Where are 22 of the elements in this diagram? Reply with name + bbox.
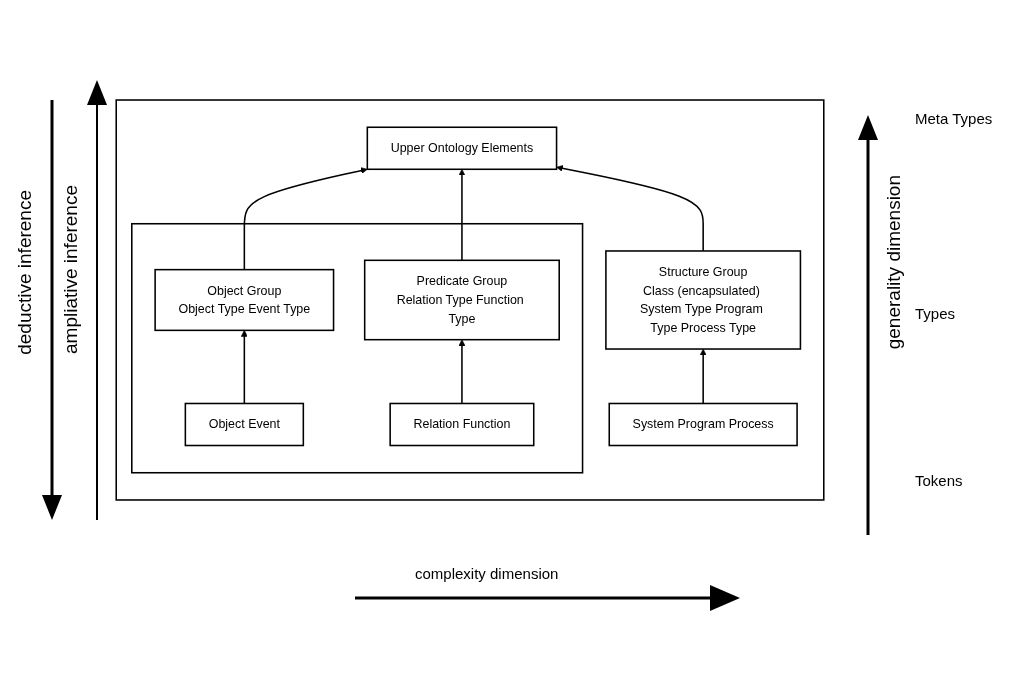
arrow xyxy=(240,330,248,405)
node-box: Upper Ontology Elements xyxy=(366,126,558,171)
node-box: Predicate Group Relation Type Function Type xyxy=(363,259,560,341)
arrow xyxy=(699,348,707,405)
axis-label: deductive inference xyxy=(14,190,36,355)
axis-label: generality dimension xyxy=(883,175,905,350)
arrow xyxy=(458,168,466,262)
node-box: Relation Function xyxy=(389,402,535,447)
level-label: Types xyxy=(915,305,956,322)
level-label: Meta Types xyxy=(915,110,993,127)
node-box: System Program Process xyxy=(608,402,798,447)
cluster xyxy=(115,99,825,501)
arrow xyxy=(458,339,466,405)
cluster xyxy=(131,222,584,474)
node-box: Structure Group Class (encapsulated) System Type Program Type Process Type xyxy=(605,250,802,350)
arrow xyxy=(556,165,704,252)
axis-label: complexity dimension xyxy=(415,565,559,582)
axis-label: ampliative inference xyxy=(60,185,82,354)
node-box: Object Group Object Type Event Type xyxy=(154,268,335,332)
arrow xyxy=(243,167,368,271)
node-box: Object Event xyxy=(184,402,305,447)
level-label: Tokens xyxy=(915,472,963,489)
